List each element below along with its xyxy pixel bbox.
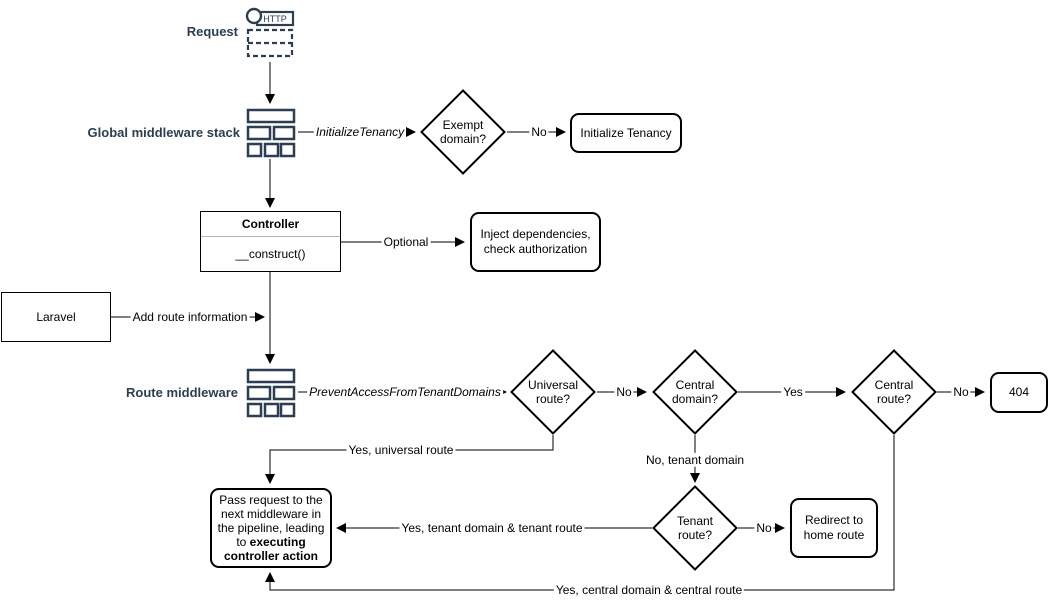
node-pass-request-text: Pass request to the next middleware in t…	[217, 492, 325, 550]
route-middleware-stack-icon	[246, 368, 296, 418]
middleware-stack-icon	[246, 108, 296, 158]
node-redirect-home-label: Redirect to home route	[803, 513, 865, 542]
edge-label-optional: Optional	[381, 234, 431, 250]
http-icon-text: HTTP	[263, 14, 287, 24]
node-404-label: 404	[1008, 385, 1030, 400]
node-laravel: Laravel	[1, 292, 111, 342]
decision-exempt-domain-label: Exempt domain?	[439, 117, 487, 146]
decision-universal-route-label: Universal route?	[527, 377, 578, 406]
http-request-icon: HTTP	[245, 7, 295, 59]
edge-label-prevent-access: PreventAccessFromTenantDomains	[307, 384, 503, 400]
decision-central-domain: Central domain?	[652, 349, 738, 435]
global-middleware-stack-label: Global middleware stack	[87, 125, 240, 140]
decision-central-domain-label: Central domain?	[671, 377, 719, 406]
decision-central-route-label: Central route?	[874, 377, 914, 406]
edge-label-yes-tenant-domain: Yes, tenant domain & tenant route	[399, 520, 585, 536]
node-initialize-tenancy-label: Initialize Tenancy	[580, 125, 672, 140]
edge-label-yes-universal-route: Yes, universal route	[346, 442, 456, 458]
edge-label-universal-no: No	[614, 384, 634, 400]
decision-central-route: Central route?	[851, 349, 937, 435]
decision-tenant-route: Tenant route?	[652, 485, 738, 571]
node-controller: Controller __construct()	[200, 211, 341, 272]
edge-label-central-domain-yes: Yes	[781, 384, 805, 400]
request-label: Request	[186, 24, 238, 39]
edge-label-central-route-no: No	[951, 384, 971, 400]
node-pass-request: Pass request to the next middleware in t…	[210, 488, 332, 568]
decision-tenant-route-label: Tenant route?	[676, 513, 714, 542]
edge-label-exempt-no: No	[529, 124, 549, 140]
node-pass-request-label: Pass request to the next middleware in t…	[216, 493, 326, 564]
node-redirect-home: Redirect to home route	[790, 498, 878, 558]
edge-label-yes-central-domain: Yes, central domain & central route	[553, 582, 745, 598]
node-controller-title: Controller	[201, 212, 340, 237]
node-initialize-tenancy: Initialize Tenancy	[570, 113, 682, 153]
edge-label-no-tenant-domain: No, tenant domain	[643, 452, 747, 468]
edge-label-add-route-information: Add route information	[130, 309, 250, 325]
node-inject-dependencies-label: Inject dependencies, check authorization	[480, 227, 591, 256]
decision-exempt-domain: Exempt domain?	[420, 89, 506, 175]
node-controller-constructor: __construct()	[235, 247, 306, 261]
node-inject-dependencies: Inject dependencies, check authorization	[470, 212, 601, 272]
route-middleware-label: Route middleware	[126, 385, 238, 400]
edge-label-tenant-route-no: No	[754, 520, 774, 536]
node-404: 404	[990, 372, 1048, 413]
decision-universal-route: Universal route?	[510, 349, 596, 435]
node-laravel-label: Laravel	[36, 309, 76, 324]
edge-label-initialize-tenancy: InitializeTenancy	[313, 124, 407, 140]
node-pass-request-bold-text: executing controller action	[223, 535, 318, 564]
